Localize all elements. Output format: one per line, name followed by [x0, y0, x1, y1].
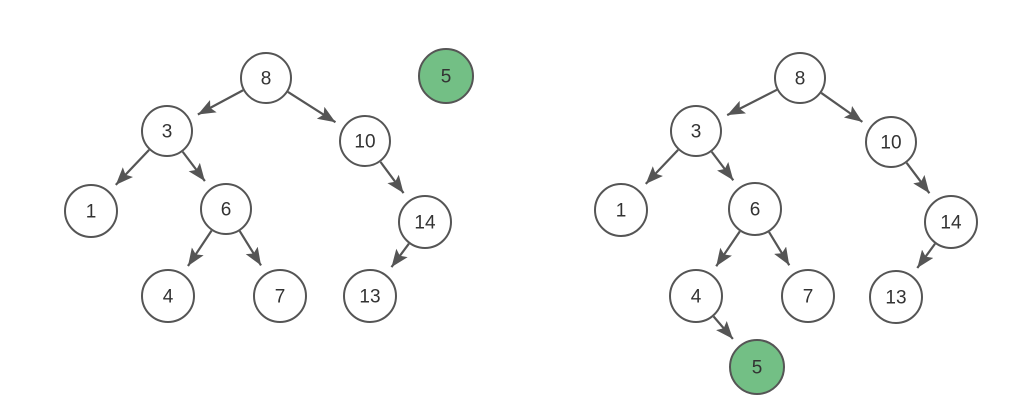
node-label-L6: 6	[221, 200, 232, 221]
tree-node-L4[interactable]: 4	[141, 269, 195, 323]
node-circle-R1[interactable]	[594, 183, 648, 237]
tree-node-L7[interactable]: 7	[253, 269, 307, 323]
node-circle-L5[interactable]	[418, 48, 474, 104]
tree-node-R6[interactable]: 6	[728, 182, 782, 236]
node-label-R8: 8	[795, 69, 806, 90]
node-circle-L10[interactable]	[339, 115, 391, 167]
node-circle-R5[interactable]	[729, 339, 785, 395]
tree-edge-L8-to-L10	[287, 91, 337, 124]
tree-edge-L6-to-L4	[187, 230, 213, 267]
node-label-R3: 3	[691, 122, 702, 143]
tree-node-L10[interactable]: 10	[339, 115, 391, 167]
node-circle-R8[interactable]	[774, 52, 826, 104]
tree-node-L14[interactable]: 14	[398, 195, 452, 249]
edges-group	[114, 88, 936, 340]
tree-edge-R6-to-R4	[715, 230, 741, 267]
tree-edge-R14-to-R13	[916, 243, 936, 269]
node-label-R7: 7	[803, 287, 814, 308]
node-circle-L4[interactable]	[141, 269, 195, 323]
node-circle-L3[interactable]	[141, 105, 193, 157]
tree-node-R14[interactable]: 14	[924, 195, 978, 249]
tree-edge-L8-to-L3	[197, 89, 244, 116]
node-label-L3: 3	[162, 122, 173, 143]
tree-node-R13[interactable]: 13	[869, 270, 923, 324]
node-circle-L7[interactable]	[253, 269, 307, 323]
node-circle-R7[interactable]	[781, 269, 835, 323]
node-label-L8: 8	[261, 69, 272, 90]
tree-node-R5[interactable]: 5	[729, 339, 785, 395]
tree-edge-R4-to-R5	[712, 315, 734, 340]
node-label-R10: 10	[880, 133, 901, 154]
tree-edge-L3-to-L1	[114, 149, 150, 186]
tree-node-L3[interactable]: 3	[141, 105, 193, 157]
node-circle-L14[interactable]	[398, 195, 452, 249]
node-label-R13: 13	[885, 288, 906, 309]
tree-node-L13[interactable]: 13	[343, 269, 397, 323]
tree-node-R3[interactable]: 3	[670, 105, 722, 157]
node-label-L5: 5	[441, 67, 452, 88]
node-circle-R10[interactable]	[865, 116, 917, 168]
node-label-L4: 4	[163, 287, 174, 308]
tree-node-L8[interactable]: 8	[240, 52, 292, 104]
tree-node-L6[interactable]: 6	[200, 183, 252, 235]
node-label-R1: 1	[616, 201, 627, 222]
node-circle-R4[interactable]	[669, 269, 723, 323]
node-circle-R6[interactable]	[728, 182, 782, 236]
node-circle-R3[interactable]	[670, 105, 722, 157]
tree-node-R1[interactable]: 1	[594, 183, 648, 237]
node-label-L10: 10	[354, 132, 375, 153]
node-circle-L13[interactable]	[343, 269, 397, 323]
tree-edge-R6-to-R7	[768, 231, 791, 266]
nodes-group: 8 3 10 1 6 14 4 7 13 5 8 3 10 1 6 14 4 7 13 5	[64, 48, 978, 395]
tree-edge-R8-to-R3	[726, 88, 778, 117]
tree-edge-R10-to-R14	[905, 162, 931, 194]
node-circle-L6[interactable]	[200, 183, 252, 235]
tree-edge-L10-to-L14	[379, 161, 405, 194]
tree-edge-L3-to-L6	[181, 151, 206, 182]
node-label-L13: 13	[359, 287, 380, 308]
tree-node-R8[interactable]: 8	[774, 52, 826, 104]
node-label-L14: 14	[414, 213, 436, 234]
tree-edge-R3-to-R1	[644, 149, 679, 185]
tree-node-R10[interactable]: 10	[865, 116, 917, 168]
node-circle-L1[interactable]	[64, 184, 118, 238]
tree-node-R4[interactable]: 4	[669, 269, 723, 323]
tree-edge-R3-to-R6	[710, 151, 735, 181]
tree-edge-L14-to-L13	[390, 243, 410, 268]
node-circle-L8[interactable]	[240, 52, 292, 104]
node-label-L1: 1	[86, 202, 97, 223]
tree-node-L1[interactable]: 1	[64, 184, 118, 238]
tree-edge-R8-to-R10	[820, 92, 864, 123]
tree-edge-L6-to-L7	[238, 230, 262, 266]
tree-node-R7[interactable]: 7	[781, 269, 835, 323]
node-circle-R14[interactable]	[924, 195, 978, 249]
node-label-L7: 7	[275, 287, 286, 308]
node-label-R14: 14	[940, 213, 962, 234]
node-label-R4: 4	[691, 287, 702, 308]
node-label-R6: 6	[750, 200, 761, 221]
tree-node-L5[interactable]: 5	[418, 48, 474, 104]
node-circle-R13[interactable]	[869, 270, 923, 324]
node-label-R5: 5	[752, 358, 763, 379]
